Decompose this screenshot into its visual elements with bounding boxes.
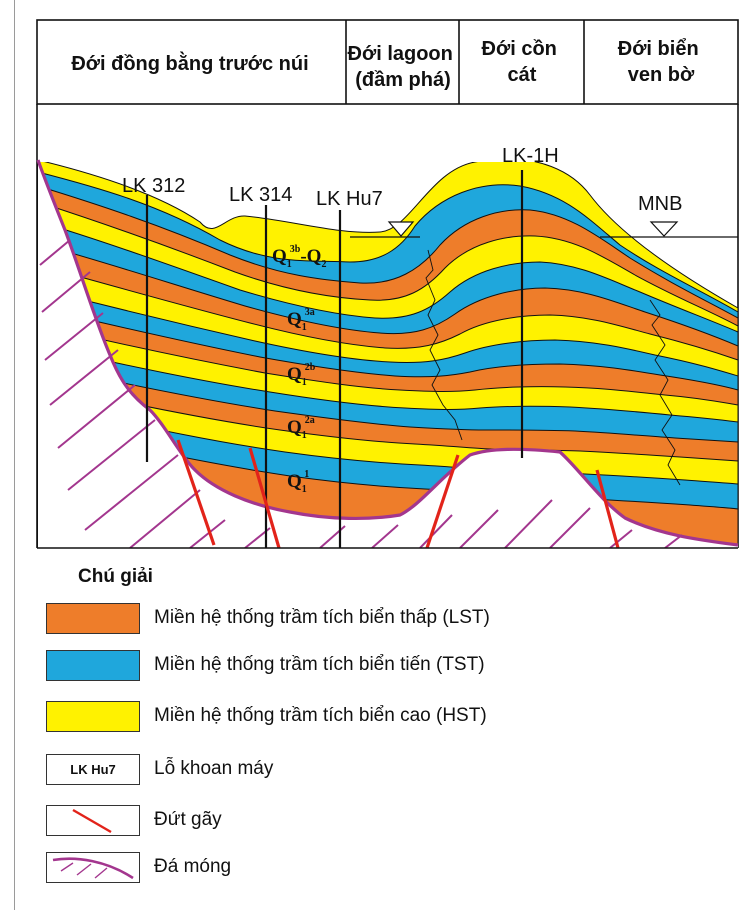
water-level-label: MNB: [638, 193, 682, 215]
strata-label-q1-3b-q2: Q13b-Q2: [272, 244, 326, 270]
basement-boundary: [36, 159, 739, 547]
legend-swatch-basement: [46, 851, 140, 883]
zone-label-nearshore: Đới biển ven bờ: [618, 38, 704, 86]
fault-1: [176, 439, 216, 546]
cross-section-diagram: Đới đồng bằng trước núi Đới lagoon (đầm …: [36, 19, 739, 549]
strata-label-q1-2b: Q12b: [287, 362, 316, 388]
fault-2: [248, 447, 281, 549]
legend-swatch-borehole: LK Hu7: [46, 753, 140, 785]
fault-3: [425, 454, 460, 549]
legend-item-basement: Đá móng: [46, 850, 231, 884]
borehole-label-lk314: LK 314: [229, 184, 292, 206]
strata-layers: [37, 162, 739, 548]
strata-label-q1-2a: Q12a: [287, 415, 315, 441]
facies-boundaries: [425, 249, 681, 486]
legend-swatch-hst: [46, 700, 140, 732]
water-level: [350, 221, 738, 238]
legend-text-basement: Đá móng: [154, 856, 232, 877]
basement-icon: [52, 856, 134, 879]
zone-label-lagoon: Đới lagoon (đầm phá): [348, 43, 459, 91]
legend-text-tst: Miền hệ thống trầm tích biển tiến (TST): [154, 654, 485, 675]
borehole-label-lk312: LK 312: [122, 175, 185, 197]
water-level-triangle-sea: [649, 221, 679, 237]
legend-item-hst: Miền hệ thống trầm tích biển cao (HST): [46, 699, 487, 733]
boreholes: [145, 170, 524, 548]
legend-swatch-lst: [46, 602, 140, 634]
strata-label-q1-1: Q11: [287, 469, 309, 495]
zone-labels: Đới đồng bằng trước núi Đới lagoon (đầm …: [71, 38, 704, 91]
legend-swatch-fault: [46, 804, 140, 836]
legend-item-tst: Miền hệ thống trầm tích biển tiến (TST): [46, 648, 485, 682]
legend-swatch-tst: [46, 649, 140, 681]
page-left-rule: [14, 0, 15, 910]
faults: [176, 439, 620, 549]
borehole-label-lkhu7: LK Hu7: [316, 188, 383, 210]
legend-text-lst: Miền hệ thống trầm tích biển thấp (LST): [154, 607, 490, 628]
water-level-triangle-lagoon: [387, 221, 415, 237]
fault-icon: [72, 808, 112, 833]
strata-label-q1-3a: Q13a: [287, 307, 315, 333]
borehole-label-lk1h: LK-1H: [502, 145, 559, 167]
legend-title: Chú giải: [78, 566, 153, 587]
strata-labels: Q13b-Q2 Q13a Q12b Q12a Q11: [272, 244, 326, 495]
basement-rock: [38, 162, 738, 548]
legend-item-borehole: LK Hu7 Lỗ khoan máy: [46, 752, 273, 786]
zone-header: [36, 19, 739, 105]
legend-item-lst: Miền hệ thống trầm tích biển thấp (LST): [46, 601, 490, 635]
fault-4: [595, 469, 620, 549]
zone-label-sand-dune: Đới cồn cát: [482, 38, 563, 86]
legend-swatch-borehole-label: LK Hu7: [70, 761, 116, 777]
borehole-labels: LK 312 LK 314 LK Hu7 LK-1H: [122, 145, 559, 210]
legend-text-fault: Đứt gãy: [154, 809, 222, 830]
legend-text-hst: Miền hệ thống trầm tích biển cao (HST): [154, 705, 487, 726]
zone-label-foothill-plain: Đới đồng bằng trước núi: [71, 51, 308, 75]
legend-text-borehole: Lỗ khoan máy: [154, 758, 274, 779]
legend-item-fault: Đứt gãy: [46, 803, 222, 837]
